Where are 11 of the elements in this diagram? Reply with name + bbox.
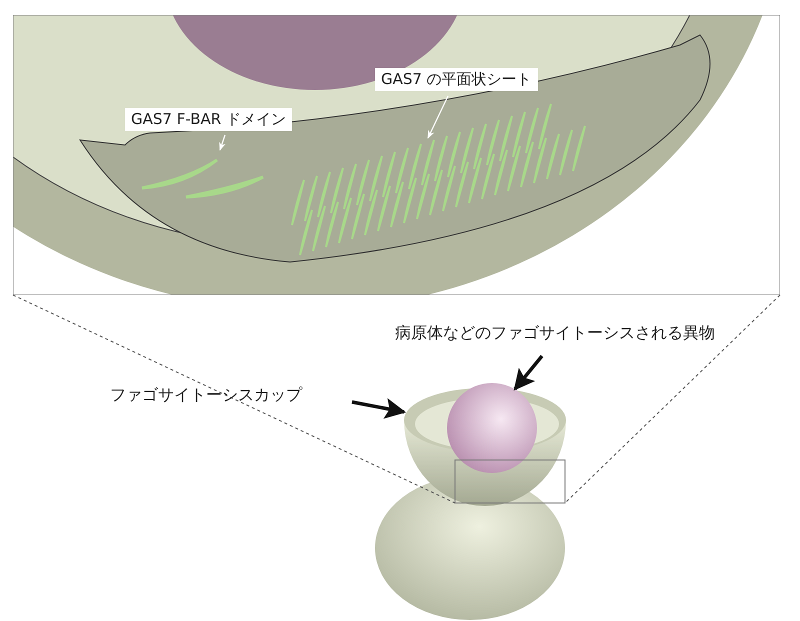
arrow <box>427 96 449 139</box>
arrow <box>219 134 226 151</box>
text-label: 病原体などのファゴサイトーシスされる異物 <box>395 323 715 344</box>
planar-sheet-drawing <box>291 103 586 256</box>
text-label: GAS7 F-BAR ドメイン <box>125 108 292 131</box>
f-bar-domain-drawing <box>140 158 264 198</box>
text-label: ファゴサイトーシスカップ <box>110 385 302 406</box>
arrow <box>352 398 406 419</box>
text-label: GAS7 の平面状シート <box>375 68 538 91</box>
particle-sphere <box>447 383 537 473</box>
arrow <box>514 354 544 391</box>
